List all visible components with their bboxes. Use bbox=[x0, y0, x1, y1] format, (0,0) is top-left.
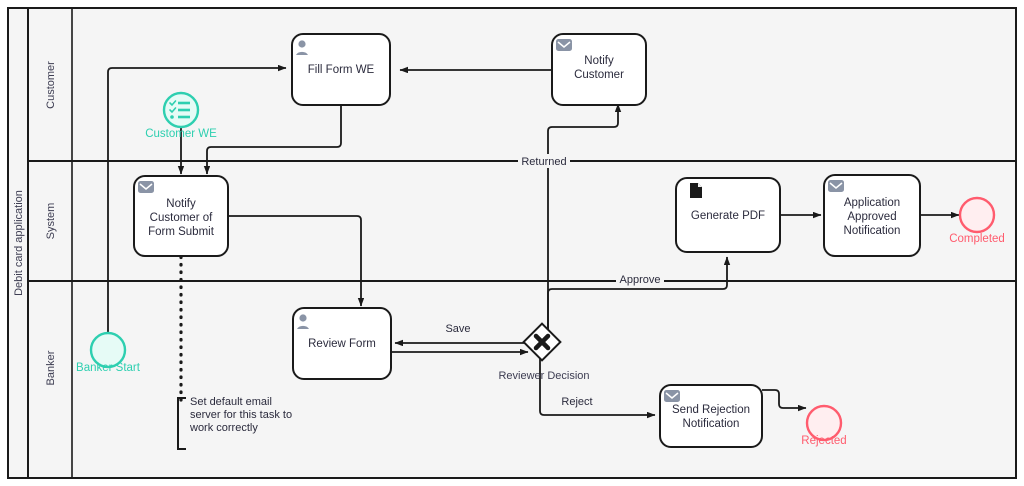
flow-reject-to-send-rejection bbox=[539, 352, 656, 419]
task-review-form[interactable]: Review Form bbox=[292, 307, 392, 380]
task-application-approved-notification[interactable]: Application Approved Notification bbox=[823, 174, 921, 257]
task-label-fill-form-we: Fill Form WE bbox=[308, 64, 375, 76]
start-event-customer-we[interactable]: Customer WE bbox=[145, 91, 217, 140]
text-annotation-email-server-note: Set default email server for this task t… bbox=[177, 396, 292, 450]
lane-label-banker: Banker bbox=[45, 350, 57, 385]
user-task-icon bbox=[297, 314, 309, 329]
lane-label-system: System bbox=[45, 203, 57, 240]
sequence-flows bbox=[107, 64, 960, 419]
task-send-rejection-notification[interactable]: Send Rejection Notification bbox=[659, 384, 763, 448]
task-notify-customer-of-form-submit[interactable]: Notify Customer of Form Submit bbox=[133, 175, 229, 257]
task-label-notify-form-submit-line-2: Form Submit bbox=[148, 226, 215, 238]
flow-label-returned: Returned bbox=[521, 156, 566, 168]
user-task-icon bbox=[296, 40, 308, 55]
event-label-banker-start: Banker Start bbox=[76, 362, 141, 374]
checklist-form-icon bbox=[169, 100, 190, 119]
flow-banker-start-to-fill-form bbox=[107, 64, 287, 333]
flow-fill-form-to-notify-form-submit bbox=[203, 105, 342, 175]
event-label-completed: Completed bbox=[949, 233, 1005, 245]
flow-label-save: Save bbox=[445, 323, 470, 335]
gateway-reviewer-decision[interactable]: Reviewer Decision bbox=[498, 322, 590, 382]
envelope-send-task-icon bbox=[664, 390, 680, 402]
end-event-completed[interactable]: Completed bbox=[949, 196, 1005, 245]
lane-label-customer: Customer bbox=[45, 61, 57, 109]
lane-customer: Customer bbox=[45, 61, 57, 109]
envelope-send-task-icon bbox=[556, 39, 572, 51]
annotation-line-2: work correctly bbox=[189, 422, 258, 434]
gateway-label-reviewer-decision: Reviewer Decision bbox=[498, 370, 589, 382]
task-label-notify-form-submit-line-0: Notify bbox=[166, 198, 196, 210]
flow-labels: Returned Approve Save Reject bbox=[441, 154, 664, 408]
flow-send-rejection-to-rejected bbox=[762, 389, 807, 412]
task-notify-customer[interactable]: Notify Customer bbox=[551, 33, 647, 106]
task-label-approved-notification-line-0: Application bbox=[844, 197, 900, 209]
flow-returned-to-notify-customer bbox=[547, 103, 622, 336]
envelope-send-task-icon bbox=[138, 181, 154, 193]
annotation-line-1: server for this task to bbox=[190, 409, 292, 421]
task-label-notify-form-submit-line-1: Customer of bbox=[150, 212, 213, 224]
lane-system: System bbox=[45, 203, 57, 240]
task-label-approved-notification-line-1: Approved bbox=[847, 211, 896, 223]
end-event-rejected[interactable]: Rejected bbox=[801, 404, 847, 447]
start-event-banker-start[interactable]: Banker Start bbox=[76, 331, 141, 374]
event-label-rejected: Rejected bbox=[801, 435, 846, 447]
task-label-send-rejection-line-0: Send Rejection bbox=[672, 404, 750, 416]
task-label-generate-pdf: Generate PDF bbox=[691, 210, 765, 222]
flow-notify-form-submit-to-review-form bbox=[228, 215, 365, 307]
task-generate-pdf[interactable]: Generate PDF bbox=[675, 177, 781, 253]
task-label-notify-customer-line-0: Notify bbox=[584, 55, 614, 67]
pool-title: Debit card application bbox=[13, 190, 25, 296]
task-label-notify-customer-line-1: Customer bbox=[574, 69, 624, 81]
event-label-customer-we: Customer WE bbox=[145, 128, 217, 140]
task-fill-form-we[interactable]: Fill Form WE bbox=[291, 33, 391, 106]
task-label-send-rejection-line-1: Notification bbox=[683, 418, 740, 430]
task-label-approved-notification-line-2: Notification bbox=[844, 225, 901, 237]
lane-banker: Banker bbox=[45, 350, 57, 385]
task-label-review-form: Review Form bbox=[308, 338, 376, 350]
flow-label-approve: Approve bbox=[620, 274, 661, 286]
annotation-line-0: Set default email bbox=[190, 396, 272, 408]
pdf-document-icon bbox=[690, 183, 702, 198]
flow-label-reject: Reject bbox=[561, 396, 592, 408]
envelope-send-task-icon bbox=[828, 180, 844, 192]
